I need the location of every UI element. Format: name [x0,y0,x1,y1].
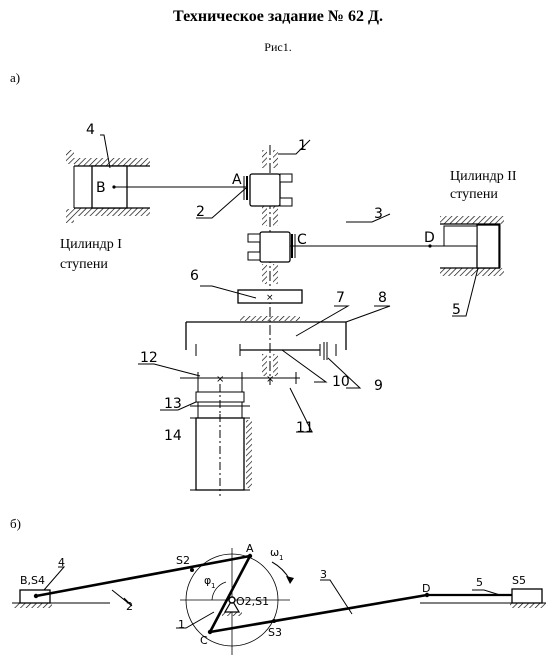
cylinder-1-label-line1: Цилиндр I [60,237,122,252]
crank-c [247,231,296,263]
wheel-6 [237,289,303,304]
point-a-label: A [232,172,242,188]
coupling-13 [190,384,250,420]
joint-a [247,553,253,559]
part-5-label: 5 [452,302,461,318]
part-3-label: 3 [374,206,383,222]
label-s5: S5 [512,574,526,587]
part-9-label: 9 [374,378,383,394]
svg-text:×: × [266,374,274,385]
link-2 [35,554,251,598]
label-phi: φ [204,574,211,587]
slider-b [12,589,110,608]
omega-arrow-head [286,576,294,584]
leader-lines-b [43,566,501,629]
part-13-label: 13 [164,396,182,412]
page-title: Техническое задание № 62 Д. [173,8,383,25]
label-omega: ω [270,546,279,559]
section-label-a: а) [10,70,21,85]
label-d: D [422,582,430,595]
figure-caption: Рис1. [264,40,292,54]
cylinder-2-label-line1: Цилиндр II [450,169,517,184]
bearing-supports [240,150,300,376]
label-a: A [246,542,254,555]
scheme-number-2: 2 [126,600,133,613]
drum-14 [190,414,252,496]
scheme-number-4: 4 [58,556,65,569]
leader-lines-a [100,134,479,433]
link-3 [209,593,428,634]
part-11-label: 11 [296,420,314,436]
label-b-s4: B,S4 [20,574,45,587]
point-b-label: B [96,180,106,196]
label-s3: S3 [268,626,282,639]
part-7-label: 7 [336,290,345,306]
point-s3 [272,619,276,623]
shaft-cross-mark: × [266,293,274,303]
slider-d [420,588,546,608]
point-d-joint [428,244,432,248]
part-6-label: 6 [190,268,199,284]
part-1-label: 1 [298,138,307,154]
cylinder-1-label-line2: ступени [60,257,108,272]
section-label-b: б) [10,516,21,531]
cylinder-2-label-line2: ступени [450,187,498,202]
scheme-number-5: 5 [476,576,483,589]
point-d-label: D [424,230,435,246]
label-c: C [200,634,208,647]
part-10-label: 10 [332,374,350,390]
svg-text:×: × [216,374,224,385]
cylinder-2-inner [443,225,478,247]
point-s2 [190,568,194,572]
joint-c [207,629,213,635]
crank-a [243,173,293,207]
part-14-label: 14 [164,428,182,444]
point-c-label: C [297,232,307,248]
scheme-number-1: 1 [178,618,185,631]
part-2-label: 2 [196,204,205,220]
label-o2-s1: O2,S1 [236,595,269,608]
gear-housing-8 [185,321,347,356]
link-1 [208,555,252,633]
label-phi-sub: 1 [211,582,215,590]
gear-7 [239,342,328,360]
part-8-label: 8 [378,290,387,306]
piston-5 [476,224,500,269]
support-o2 [222,596,242,616]
angle-phi-arc [211,581,227,601]
part-12-label: 12 [140,350,158,366]
part-4-label: 4 [86,122,95,138]
label-s2: S2 [176,554,190,567]
scheme-number-3: 3 [320,568,327,581]
label-omega-sub: 1 [279,554,283,562]
